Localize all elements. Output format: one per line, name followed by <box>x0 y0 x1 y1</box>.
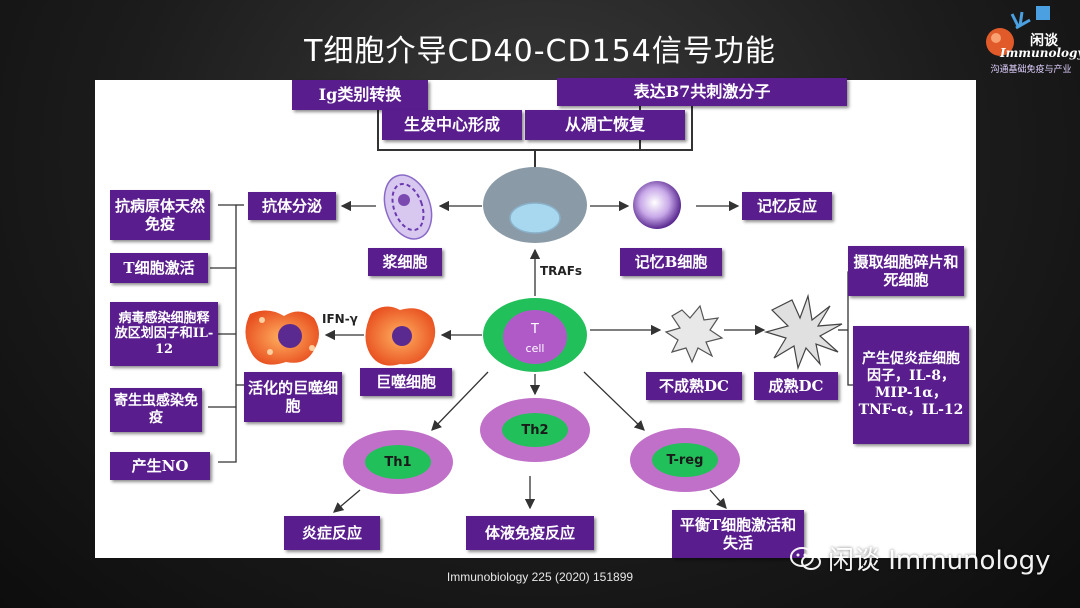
left-bracket <box>208 204 244 463</box>
activated-macrophage-icon <box>245 310 319 365</box>
box-humoral: 体液免疫反应 <box>466 516 594 550</box>
plasma-cell-icon <box>383 174 433 240</box>
label-t-cell: T <box>531 322 539 337</box>
box-parasite: 寄生虫感染免疫 <box>110 388 202 432</box>
arrows <box>324 200 766 513</box>
box-macrophage: 巨噬细胞 <box>360 368 452 396</box>
logo-brand: Immunology <box>1000 46 1080 60</box>
t-cell <box>483 298 587 372</box>
label-th2: Th2 <box>521 423 549 438</box>
th2-cell <box>480 398 590 462</box>
box-antibody: 抗体分泌 <box>248 192 336 220</box>
box-immature-dc: 不成熟DC <box>646 372 742 400</box>
box-inflammation: 炎症反应 <box>284 516 380 550</box>
logo-icon <box>986 6 1050 56</box>
logo-tagline: 沟通基础免疫与产业 <box>990 65 1072 75</box>
box-virus: 病毒感染细胞释放区划因子和IL-12 <box>110 302 218 366</box>
box-treg-balance: 平衡T细胞激活和失活 <box>672 510 804 558</box>
memory-b-cell-icon <box>633 181 681 229</box>
logo-text: 闲谈 <box>1030 33 1058 49</box>
watermark-text: 闲谈 Immunology <box>828 546 1051 576</box>
immature-dc-icon <box>664 304 724 364</box>
macrophage-icon <box>365 306 436 366</box>
label-treg: T-reg <box>666 453 704 468</box>
box-germinal: 生发中心形成 <box>382 110 522 140</box>
box-memory-response: 记忆反应 <box>742 192 832 220</box>
b-cell <box>483 167 587 243</box>
label-trafs: TRAFs <box>540 264 583 278</box>
box-activated-macrophage: 活化的巨噬细胞 <box>244 372 342 422</box>
wechat-icon <box>790 546 821 570</box>
box-t-activation: T细胞激活 <box>110 253 208 283</box>
watermark: 闲谈 Immunology <box>790 540 1050 577</box>
slide-title: T细胞介导CD40-CD154信号功能 <box>304 34 776 69</box>
box-uptake: 摄取细胞碎片和死细胞 <box>848 246 964 296</box>
label-ifn-gamma: IFN-γ <box>322 312 358 326</box>
box-apoptosis: 从凋亡恢复 <box>525 110 685 140</box>
label-th1: Th1 <box>384 455 412 470</box>
box-memory-b: 记忆B细胞 <box>620 248 722 276</box>
treg-cell <box>630 428 740 492</box>
box-b7: 表达B7共刺激分子 <box>557 78 847 106</box>
citation: Immunobiology 225 (2020) 151899 <box>446 570 634 584</box>
mature-dc-icon <box>763 293 843 371</box>
box-no: 产生NO <box>110 452 210 480</box>
th1-cell <box>343 430 453 494</box>
label-t-cell-sub: cell <box>525 342 545 355</box>
box-cytokines: 产生促炎症细胞因子，IL-8，MIP-1α，TNF-α，IL-12 <box>853 326 969 444</box>
box-ig-switch: Ig类别转换 <box>292 80 428 110</box>
box-mature-dc: 成熟DC <box>754 372 838 400</box>
box-pathogen: 抗病原体天然免疫 <box>110 190 210 240</box>
box-plasma: 浆细胞 <box>368 248 442 276</box>
